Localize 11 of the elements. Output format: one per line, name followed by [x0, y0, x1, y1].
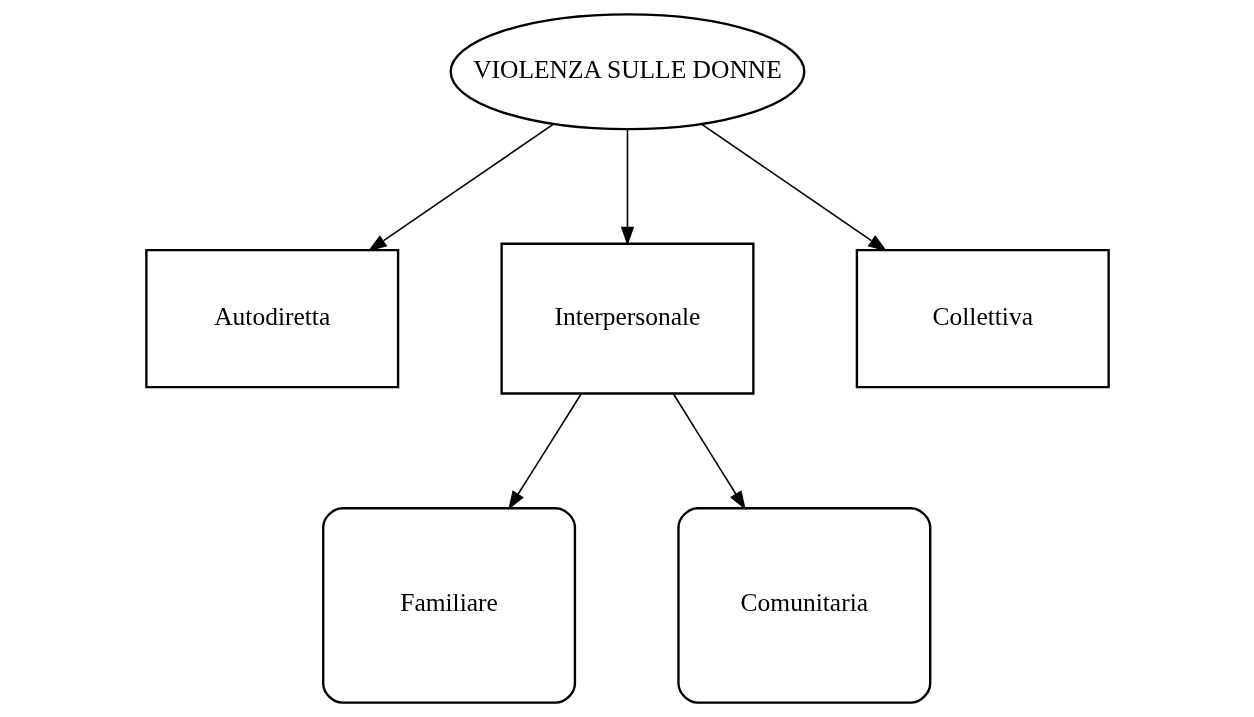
arrow [507, 393, 582, 510]
node-box: Familiare [321, 507, 576, 704]
node-box: Autodiretta [144, 248, 399, 389]
arrow [367, 123, 554, 252]
node-box: Interpersonale [499, 242, 755, 395]
node-box: Collettiva [855, 248, 1110, 389]
arrow [672, 393, 746, 511]
node-ellipse: VIOLENZA SULLE DONNE [449, 13, 805, 131]
arrow [620, 128, 634, 246]
node-box: Comunitaria [676, 507, 931, 704]
arrow [700, 123, 887, 252]
